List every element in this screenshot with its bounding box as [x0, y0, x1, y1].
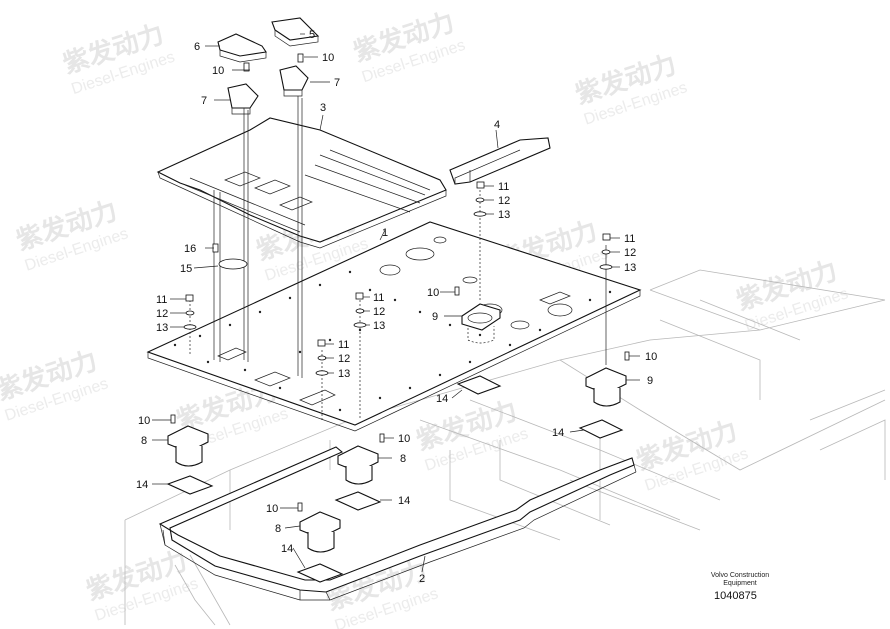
callout-16: 16	[184, 243, 196, 255]
callout-10: 10	[266, 503, 278, 515]
mount-9-right	[585, 367, 627, 407]
callout-14: 14	[281, 543, 293, 555]
callout-12: 12	[338, 353, 350, 365]
watermark-4: 紫发动力 Diesel-Engines	[13, 195, 131, 275]
watermark-8: 紫发动力 Diesel-Engines	[0, 345, 110, 425]
mount-9-upper	[461, 303, 501, 344]
callout-15: 15	[180, 263, 192, 275]
part-1-floor-plate	[146, 221, 642, 432]
callouts: 5 6 10 10 7 7 3 4 1 16 15 11 12 13 11 12…	[136, 29, 657, 585]
callout-13: 13	[624, 262, 636, 274]
callout-7: 7	[334, 77, 340, 89]
callout-13: 13	[498, 209, 510, 221]
part-7-cover-b	[279, 65, 309, 97]
watermark-11: 紫发动力 Diesel-Engines	[633, 415, 751, 495]
callout-8: 8	[141, 435, 147, 447]
mount-8-center	[337, 445, 379, 485]
callout-9: 9	[647, 375, 653, 387]
part-4-bracket	[449, 137, 551, 185]
watermark-3: 紫发动力 Diesel-Engines	[572, 49, 690, 129]
callout-11: 11	[373, 292, 384, 304]
callout-12: 12	[373, 306, 385, 318]
manufacturer-line-1: Volvo Construction	[710, 572, 770, 579]
mount-8-left	[167, 425, 209, 467]
part-6-cover	[217, 33, 267, 63]
callout-10: 10	[138, 415, 150, 427]
callout-10: 10	[398, 433, 410, 445]
callout-9: 9	[432, 311, 438, 323]
callout-11: 11	[156, 294, 167, 306]
callout-7: 7	[201, 95, 207, 107]
callout-12: 12	[156, 308, 168, 320]
watermark-10: 紫发动力 Diesel-Engines	[413, 395, 531, 475]
callout-8: 8	[400, 453, 406, 465]
watermark-12: 紫发动力 Diesel-Engines	[83, 545, 201, 625]
callout-4: 4	[494, 119, 500, 131]
base-frame-ghost	[124, 269, 886, 626]
pads-part-14	[166, 375, 624, 583]
callout-6: 6	[194, 41, 200, 53]
callout-14: 14	[552, 427, 564, 439]
callout-2: 2	[419, 573, 425, 585]
callout-8: 8	[275, 523, 281, 535]
watermark-1: 紫发动力 Diesel-Engines	[59, 18, 177, 98]
callout-5: 5	[309, 29, 315, 41]
mount-8-lower	[299, 511, 341, 553]
callout-14: 14	[436, 393, 448, 405]
manufacturer-label: Volvo Construction Equipment	[700, 572, 780, 588]
callout-11: 11	[338, 339, 349, 351]
callout-1: 1	[382, 227, 388, 239]
manufacturer-line-2: Equipment	[723, 580, 757, 587]
callout-11: 11	[624, 233, 635, 245]
callout-10: 10	[645, 351, 657, 363]
callout-13: 13	[338, 368, 350, 380]
part-5-cover	[271, 17, 320, 47]
callout-12: 12	[498, 195, 510, 207]
fastener-stacks	[170, 53, 630, 512]
drawing-part-number: 1040875	[714, 590, 757, 602]
callout-10: 10	[322, 52, 334, 64]
watermark-2: 紫发动力 Diesel-Engines	[350, 6, 468, 86]
callout-10: 10	[427, 287, 439, 299]
callout-14: 14	[398, 495, 410, 507]
callout-13: 13	[156, 322, 168, 334]
callout-14: 14	[136, 479, 148, 491]
leader-lines	[152, 33, 640, 573]
callout-12: 12	[624, 247, 636, 259]
callout-13: 13	[373, 320, 385, 332]
callout-11: 11	[498, 181, 509, 193]
assembly-guide-lines	[189, 96, 607, 420]
callout-10: 10	[212, 65, 224, 77]
callout-3: 3	[320, 102, 326, 114]
part-7-cover-a	[227, 83, 259, 115]
